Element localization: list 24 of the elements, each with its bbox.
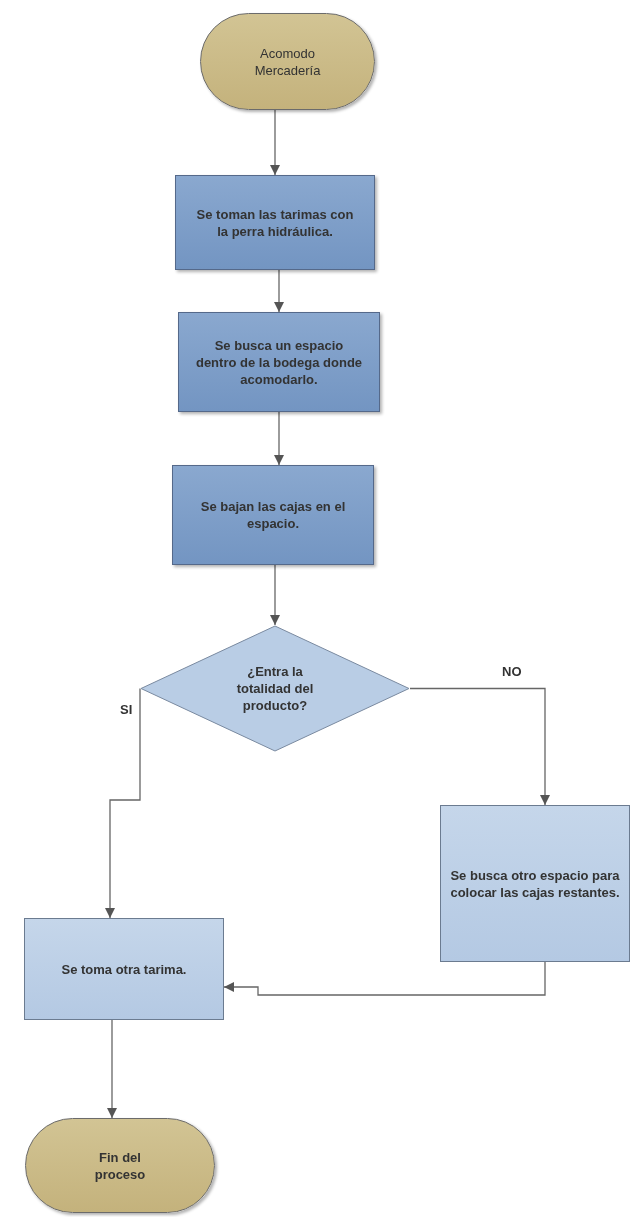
arrow xyxy=(104,687,141,919)
arrow xyxy=(223,961,546,996)
node-text: ¿Entra la totalidad del producto? xyxy=(235,663,315,714)
arrow xyxy=(106,1019,118,1119)
terminal-shape xyxy=(200,13,375,110)
process-box xyxy=(172,465,374,565)
arrow xyxy=(273,269,285,313)
node-text: Se toma otra tarima. xyxy=(61,960,187,978)
arrow xyxy=(269,109,281,176)
arrow xyxy=(269,564,281,626)
node-text: Se bajan las cajas en el espacio. xyxy=(199,498,347,532)
process-box xyxy=(24,918,224,1020)
decision-diamond xyxy=(140,625,410,752)
process-box xyxy=(178,312,380,412)
terminal-shape xyxy=(25,1118,215,1213)
node-text: Acomodo Mercadería xyxy=(253,44,322,79)
arrow xyxy=(273,411,285,466)
process-box xyxy=(175,175,375,270)
process-box xyxy=(440,805,630,962)
node-text: Fin del proceso xyxy=(93,1148,147,1183)
node-text: Se busca un espacio dentro de la bodega donde acomodarlo. xyxy=(194,336,364,388)
arrow xyxy=(409,687,551,806)
node-text: Se busca otro espacio para colocar las cajas restantes. xyxy=(449,866,621,901)
node-text: Se toman las tarimas con la perra hidráulica. xyxy=(195,205,355,240)
